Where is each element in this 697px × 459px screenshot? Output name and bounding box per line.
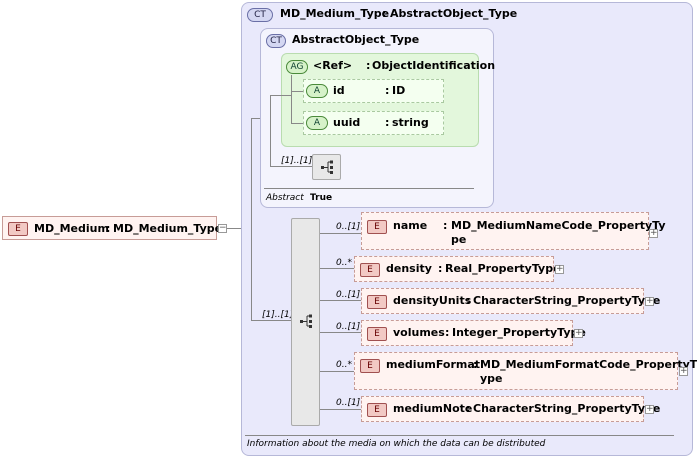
connector <box>320 371 354 372</box>
element-sep: : <box>466 294 471 307</box>
element-name[interactable]: E name : MD_MediumNameCode_PropertyTy pe <box>361 212 666 250</box>
collapse-icon[interactable]: − <box>218 223 227 233</box>
element-label: densityUnits <box>393 294 472 307</box>
element-badge: E <box>367 403 387 417</box>
element-badge: E <box>367 295 387 309</box>
attribute-badge: A <box>306 84 328 98</box>
element-label: volumes <box>393 326 445 339</box>
element-badge: E <box>367 327 387 341</box>
sequence-compositor[interactable] <box>291 218 320 426</box>
element-densityunits[interactable]: E densityUnits : CharacterString_Propert… <box>361 288 660 314</box>
element-mediumformat[interactable]: E mediumFormat : MD_MediumFormatCode_Pro… <box>354 352 697 390</box>
complex-type-name: MD_Medium_Type <box>280 7 390 20</box>
sequence-cardinality: [1]..[1] <box>262 310 294 320</box>
inner-sequence-cardinality: [1]..[1] <box>281 156 313 166</box>
connector <box>320 332 361 333</box>
connector <box>251 118 260 119</box>
inner-type-name: AbstractObject_Type <box>292 33 420 46</box>
element-badge: E <box>367 220 387 234</box>
root-element-sep: : <box>106 222 111 235</box>
element-sep: : <box>473 358 478 371</box>
element-cardinality: 0..* <box>336 360 352 370</box>
sequence-icon <box>321 160 335 177</box>
connector <box>270 166 312 167</box>
element-label: mediumFormat <box>386 358 481 371</box>
attribute-name: uuid <box>333 116 361 129</box>
attribute-group-badge: AG <box>286 60 308 74</box>
connector <box>320 233 361 234</box>
attribute-uuid[interactable]: A uuid : string <box>303 111 444 135</box>
expand-icon[interactable]: + <box>574 328 583 338</box>
attribute-group-name: <Ref> <box>313 59 353 72</box>
attribute-sep: : <box>385 84 390 97</box>
element-sep: : <box>443 219 448 232</box>
complex-type-base: AbstractObject_Type <box>390 7 518 20</box>
root-element-name: MD_Medium <box>34 222 109 235</box>
expand-icon[interactable]: + <box>645 296 654 306</box>
attribute-type: ID <box>392 84 406 97</box>
attribute-sep: : <box>385 116 390 129</box>
element-label: name <box>393 219 428 232</box>
connector <box>291 75 292 123</box>
attribute-name: id <box>333 84 345 97</box>
element-type: Integer_PropertyType <box>452 326 586 339</box>
element-cardinality: 0..[1] <box>336 222 361 232</box>
element-type: Real_PropertyType <box>445 262 561 275</box>
element-type-cont: ype <box>480 372 503 385</box>
element-badge: E <box>8 222 28 236</box>
connector <box>320 300 361 301</box>
attribute-type: string <box>392 116 429 129</box>
element-density[interactable]: E density : Real_PropertyType <box>354 256 561 282</box>
expand-icon[interactable]: + <box>649 228 658 238</box>
connector <box>251 320 291 321</box>
element-type: CharacterString_PropertyType <box>473 402 661 415</box>
abstract-label: Abstract <box>266 193 304 203</box>
element-cardinality: 0..* <box>336 258 352 268</box>
complex-type-sep: : <box>382 7 387 20</box>
divider <box>245 435 674 436</box>
element-cardinality: 0..[1] <box>336 398 361 408</box>
root-element[interactable]: E MD_Medium : MD_Medium_Type <box>2 216 222 240</box>
divider <box>264 188 474 189</box>
inner-sequence-compositor[interactable] <box>312 154 341 180</box>
complex-type-badge: CT <box>247 8 273 22</box>
element-sep: : <box>438 262 443 275</box>
element-label: mediumNote <box>393 402 473 415</box>
element-type: CharacterString_PropertyType <box>473 294 661 307</box>
element-sep: : <box>466 402 471 415</box>
inner-type-badge: CT <box>266 34 286 48</box>
expand-icon[interactable]: + <box>555 264 564 274</box>
element-mediumnote[interactable]: E mediumNote : CharacterString_PropertyT… <box>361 396 660 422</box>
element-sep: : <box>445 326 450 339</box>
element-cardinality: 0..[1] <box>336 290 361 300</box>
root-element-type: MD_Medium_Type <box>113 222 223 235</box>
element-label: density <box>386 262 432 275</box>
element-cardinality: 0..[1] <box>336 322 361 332</box>
connector <box>270 95 271 167</box>
documentation-text: Information about the media on which the… <box>247 439 546 449</box>
connector <box>320 268 354 269</box>
expand-icon[interactable]: + <box>645 404 654 414</box>
sequence-icon <box>300 314 314 331</box>
connector <box>291 123 303 124</box>
element-type-cont: pe <box>451 233 467 246</box>
attribute-badge: A <box>306 116 328 130</box>
connector <box>251 118 252 321</box>
connector <box>270 95 291 96</box>
attribute-id[interactable]: A id : ID <box>303 79 444 103</box>
element-volumes[interactable]: E volumes : Integer_PropertyType <box>361 320 586 346</box>
connector <box>320 409 361 410</box>
connector <box>291 91 303 92</box>
element-type: MD_MediumFormatCode_PropertyT <box>480 358 697 371</box>
element-badge: E <box>360 359 380 373</box>
expand-icon[interactable]: + <box>679 366 688 376</box>
attribute-group-sep: : <box>366 59 371 72</box>
connector <box>227 228 241 229</box>
attribute-group-type: ObjectIdentification <box>372 59 496 72</box>
element-badge: E <box>360 263 380 277</box>
abstract-value: True <box>310 193 333 203</box>
element-type: MD_MediumNameCode_PropertyTy <box>451 219 666 232</box>
